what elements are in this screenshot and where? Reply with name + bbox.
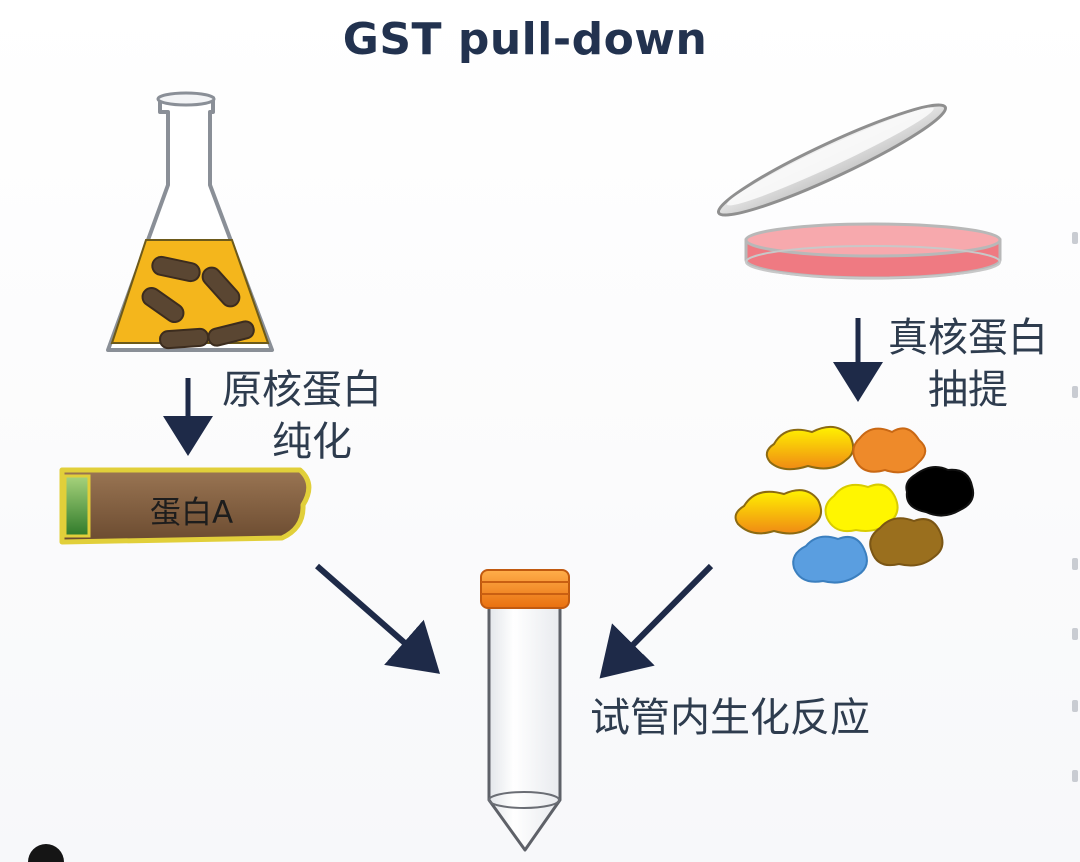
edge-dot (1072, 770, 1078, 782)
protein-mixture-icon (734, 425, 975, 584)
edge-dot (1072, 386, 1078, 398)
orange-protein-blob (852, 427, 927, 474)
reaction-label: 试管内生化反应 (590, 695, 870, 741)
brown-protein-blob (869, 517, 944, 567)
prokaryotic-label-line2: 纯化 (272, 419, 352, 465)
right-to-tube-arrow (599, 563, 714, 679)
orange-yellow-protein-blob (765, 425, 855, 471)
protein-a-label: 蛋白A (150, 495, 234, 531)
black-protein-blob (905, 465, 975, 517)
edge-dot (1072, 558, 1078, 570)
petri-dish-icon (716, 103, 1002, 280)
diagram-title: GST pull-down (342, 14, 708, 65)
eukaryotic-label-line1: 真核蛋白 (888, 315, 1048, 361)
eukaryotic-label: 真核蛋白 抽提 (888, 312, 1048, 416)
prokaryotic-label: 原核蛋白 纯化 (222, 364, 382, 468)
protein-bar-icon (59, 467, 312, 545)
erlenmeyer-flask-icon (106, 91, 274, 352)
yellow-orange-protein-blob (734, 489, 823, 535)
partial-circle-icon (28, 844, 64, 862)
edge-dot (1072, 628, 1078, 640)
edge-dot (1072, 700, 1078, 712)
left-to-tube-arrow (315, 563, 441, 674)
prokaryotic-label-line1: 原核蛋白 (222, 367, 382, 413)
edge-dot (1072, 232, 1078, 244)
eukaryotic-label-line2: 抽提 (928, 367, 1008, 413)
centrifuge-tube-icon (480, 569, 570, 852)
blue-protein-blob (792, 535, 868, 584)
